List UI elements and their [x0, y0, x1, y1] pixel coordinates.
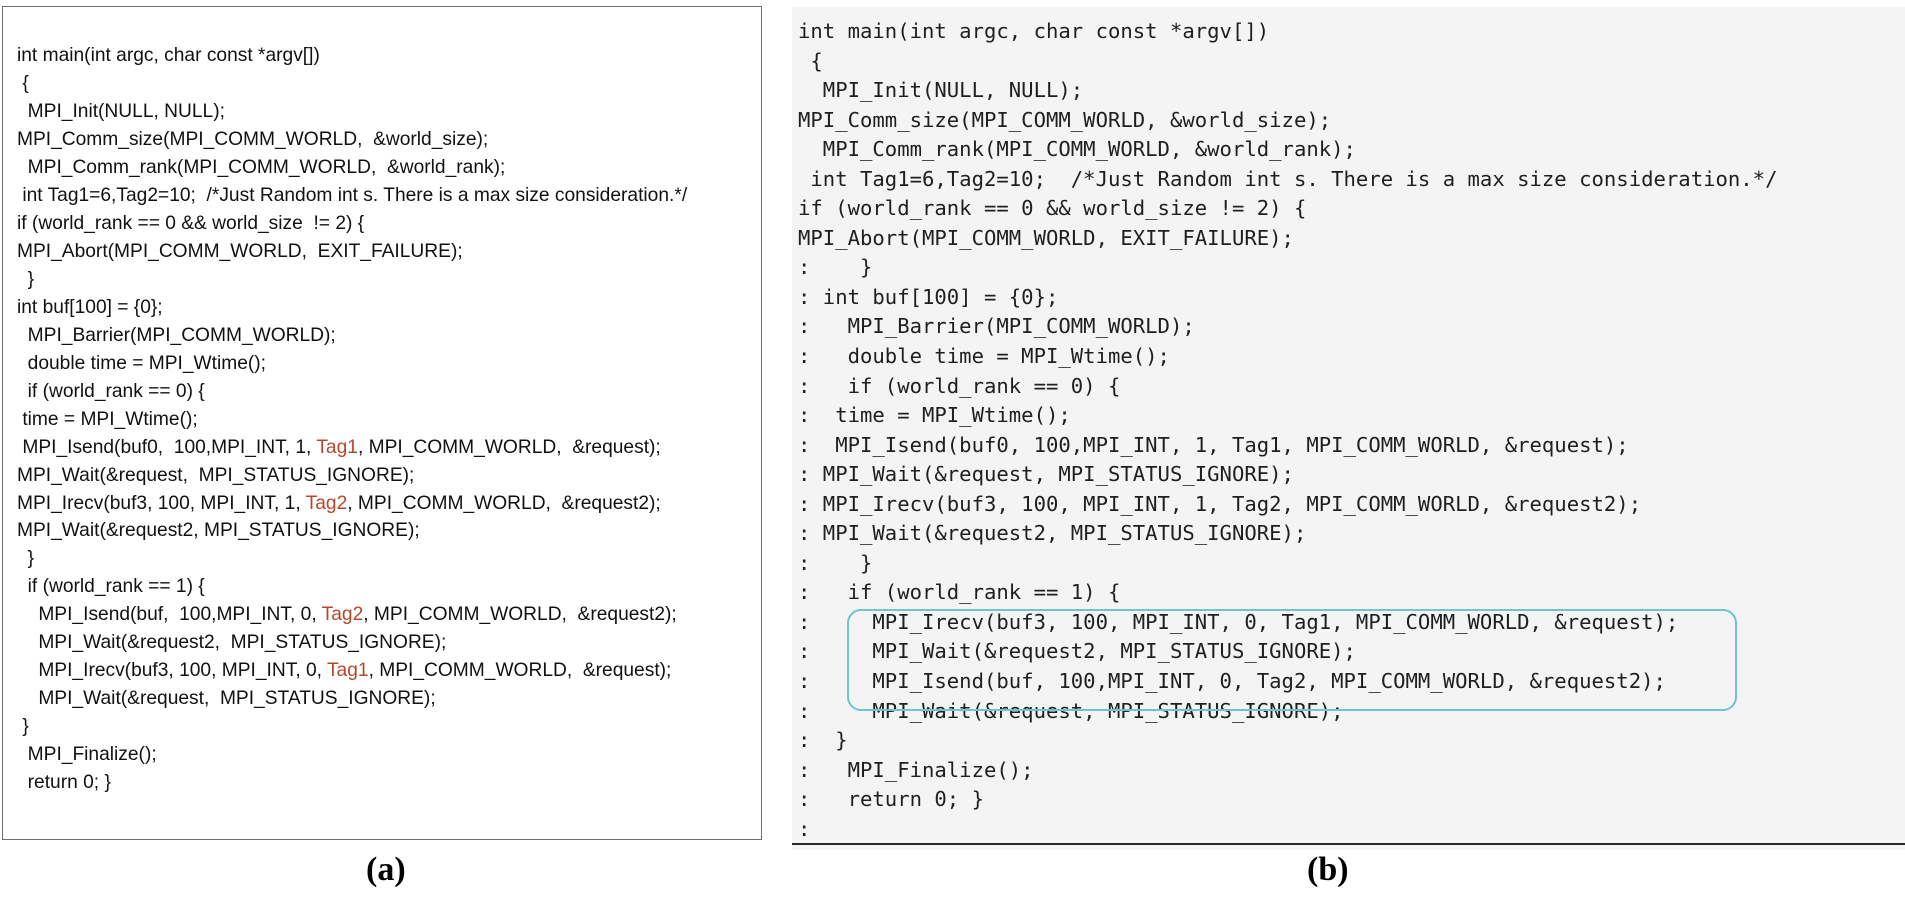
code-text: MPI_Init(NULL, NULL); [17, 100, 225, 122]
tag-token: Tag2 [321, 604, 364, 626]
code-line-a: } [17, 266, 687, 294]
code-text: MPI_Isend(buf, 100,MPI_INT, 0, [17, 604, 322, 626]
code-line-a: MPI_Barrier(MPI_COMM_WORLD); [17, 322, 687, 350]
code-text: } [17, 548, 35, 570]
code-line-b: : double time = MPI_Wtime(); [798, 344, 1170, 369]
code-line-a: MPI_Wait(&request2, MPI_STATUS_IGNORE); [17, 517, 687, 545]
code-text: int buf[100] = {0}; [17, 296, 163, 318]
code-line-b: : MPI_Isend(buf, 100,MPI_INT, 0, Tag2, M… [798, 669, 1666, 694]
code-panel-b: int main(int argc, char const *argv[]) {… [792, 7, 1905, 850]
code-text: } [17, 716, 29, 738]
code-text: { [17, 72, 29, 94]
code-line-a: int Tag1=6,Tag2=10; /*Just Random int s.… [17, 182, 687, 210]
code-text: MPI_Barrier(MPI_COMM_WORLD); [17, 324, 336, 346]
code-line-a: MPI_Isend(buf, 100,MPI_INT, 0, Tag2, MPI… [17, 601, 687, 629]
code-line-b: : } [798, 550, 873, 575]
code-line-b: MPI_Abort(MPI_COMM_WORLD, EXIT_FAILURE); [798, 225, 1294, 250]
caption-b: (b) [1307, 851, 1349, 888]
code-line-a: MPI_Abort(MPI_COMM_WORLD, EXIT_FAILURE); [17, 238, 687, 266]
code-text: int main(int argc, char const *argv[]) [17, 45, 320, 66]
code-text: MPI_Comm_rank(MPI_COMM_WORLD, &world_ran… [17, 156, 506, 178]
code-line-a: MPI_Finalize(); [17, 741, 687, 769]
code-text: MPI_Wait(&request, MPI_STATUS_IGNORE); [17, 688, 436, 710]
code-text: MPI_Isend(buf0, 100,MPI_INT, 1, [17, 436, 317, 458]
code-text: MPI_Wait(&request2, MPI_STATUS_IGNORE); [17, 520, 420, 542]
code-line-b: : return 0; } [798, 787, 984, 812]
code-line-a: MPI_Wait(&request, MPI_STATUS_IGNORE); [17, 462, 687, 490]
code-line-b: : MPI_Wait(&request2, MPI_STATUS_IGNORE)… [798, 521, 1307, 546]
code-line-a: MPI_Comm_size(MPI_COMM_WORLD, &world_siz… [17, 126, 687, 154]
code-text: time = MPI_Wtime(); [17, 408, 198, 430]
code-line-b: : if (world_rank == 0) { [798, 373, 1121, 398]
code-text: MPI_Irecv(buf3, 100, MPI_INT, 0, [17, 660, 327, 682]
code-text: if (world_rank == 1) { [17, 576, 205, 598]
code-line-a: if (world_rank == 0) { [17, 378, 687, 406]
code-line-a: { [17, 70, 687, 98]
code-line-b: : MPI_Finalize(); [798, 757, 1034, 782]
code-line-a: MPI_Wait(&request2, MPI_STATUS_IGNORE); [17, 629, 687, 657]
code-text: MPI_Finalize(); [17, 744, 157, 766]
code-line-b: MPI_Comm_size(MPI_COMM_WORLD, &world_siz… [798, 107, 1332, 132]
code-text: MPI_Wait(&request, MPI_STATUS_IGNORE); [17, 464, 415, 486]
code-line-a: } [17, 713, 687, 741]
code-line-b: : MPI_Wait(&request2, MPI_STATUS_IGNORE)… [798, 639, 1356, 664]
code-line-a: } [17, 545, 687, 573]
code-text: int Tag1=6,Tag2=10; /*Just Random int s.… [17, 184, 688, 206]
code-line-b: int Tag1=6,Tag2=10; /*Just Random int s.… [798, 166, 1778, 191]
highlighted-code-region [847, 609, 1737, 711]
code-listing-b: int main(int argc, char const *argv[]) {… [798, 17, 1777, 844]
code-text: } [17, 268, 35, 290]
code-text: , MPI_COMM_WORLD, &request); [357, 436, 661, 458]
tag-token: Tag1 [316, 436, 358, 458]
code-text: , MPI_COMM_WORLD, &request2); [363, 604, 677, 626]
code-line-a: MPI_Isend(buf0, 100,MPI_INT, 1, Tag1, MP… [17, 434, 687, 462]
code-line-b: int main(int argc, char const *argv[]) [798, 19, 1270, 43]
code-line-b: MPI_Comm_rank(MPI_COMM_WORLD, &world_ran… [798, 137, 1356, 162]
code-line-a: double time = MPI_Wtime(); [17, 350, 687, 378]
code-text: , MPI_COMM_WORLD, &request2); [347, 492, 661, 514]
code-line-b: : time = MPI_Wtime(); [798, 403, 1071, 428]
code-line-a: int buf[100] = {0}; [17, 294, 687, 322]
code-line-b: : MPI_Wait(&request, MPI_STATUS_IGNORE); [798, 462, 1294, 487]
code-line-b: : int buf[100] = {0}; [798, 284, 1059, 309]
code-text: return 0; } [17, 772, 111, 794]
code-line-a: int main(int argc, char const *argv[]) [17, 42, 687, 70]
code-line-b: : MPI_Irecv(buf3, 100, MPI_INT, 0, Tag1,… [798, 609, 1679, 634]
code-line-b: : MPI_Isend(buf0, 100,MPI_INT, 1, Tag1, … [798, 432, 1629, 457]
caption-a: (a) [366, 851, 406, 888]
code-text: MPI_Wait(&request2, MPI_STATUS_IGNORE); [17, 632, 447, 654]
code-panel-a: int main(int argc, char const *argv[]) {… [2, 6, 762, 840]
code-text: MPI_Comm_size(MPI_COMM_WORLD, &world_siz… [17, 128, 489, 150]
code-line-b: : } [798, 255, 873, 280]
tag-token: Tag1 [326, 660, 369, 682]
code-line-a: MPI_Wait(&request, MPI_STATUS_IGNORE); [17, 685, 687, 713]
code-line-b: { [798, 48, 823, 73]
code-text: double time = MPI_Wtime(); [17, 352, 266, 374]
code-line-b: : MPI_Irecv(buf3, 100, MPI_INT, 1, Tag2,… [798, 491, 1642, 516]
tag-token: Tag2 [305, 492, 348, 514]
code-line-a: time = MPI_Wtime(); [17, 406, 687, 434]
code-text: MPI_Abort(MPI_COMM_WORLD, EXIT_FAILURE); [17, 240, 463, 262]
code-text: if (world_rank == 0) { [17, 380, 205, 402]
code-line-b: : } [798, 728, 848, 753]
panel-b-bottom-rule [792, 843, 1905, 845]
code-text: if (world_rank == 0 && world_size != 2) … [17, 212, 365, 234]
code-line-a: MPI_Init(NULL, NULL); [17, 98, 687, 126]
code-line-b: if (world_rank == 0 && world_size != 2) … [798, 196, 1307, 221]
code-line-a: if (world_rank == 0 && world_size != 2) … [17, 210, 687, 238]
code-line-a: MPI_Irecv(buf3, 100, MPI_INT, 1, Tag2, M… [17, 490, 687, 518]
code-line-a: MPI_Comm_rank(MPI_COMM_WORLD, &world_ran… [17, 154, 687, 182]
code-line-a: if (world_rank == 1) { [17, 573, 687, 601]
code-line-b: : MPI_Barrier(MPI_COMM_WORLD); [798, 314, 1195, 339]
code-line-b: MPI_Init(NULL, NULL); [798, 78, 1084, 103]
code-text: , MPI_COMM_WORLD, &request); [368, 660, 672, 682]
code-line-b: : if (world_rank == 1) { [798, 580, 1121, 605]
code-text: MPI_Irecv(buf3, 100, MPI_INT, 1, [17, 492, 306, 514]
code-line-a: return 0; } [17, 769, 687, 797]
code-line-a: MPI_Irecv(buf3, 100, MPI_INT, 0, Tag1, M… [17, 657, 687, 685]
code-listing-a: int main(int argc, char const *argv[]) {… [17, 42, 687, 797]
code-line-b: : [798, 816, 811, 841]
